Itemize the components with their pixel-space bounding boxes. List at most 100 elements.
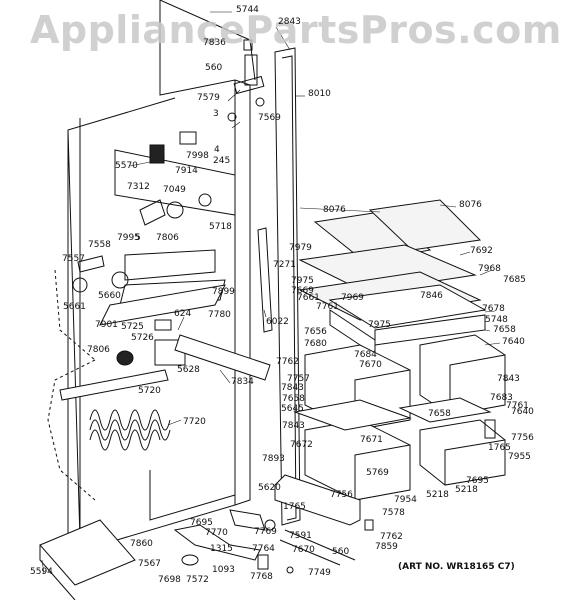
- part-label-7049: 7049: [163, 185, 186, 195]
- part-label-5570: 5570: [115, 161, 138, 171]
- part-label-7762: 7762: [276, 357, 299, 367]
- part-label-7672: 7672: [290, 440, 313, 450]
- part-label-7578: 7578: [382, 508, 405, 518]
- part-label-7698: 7698: [158, 575, 181, 585]
- part-label-7843: 7843: [281, 383, 304, 393]
- part-label-7975: 7975: [368, 320, 391, 330]
- part-label-2843: 2843: [278, 17, 301, 27]
- part-label-7658: 7658: [282, 394, 305, 404]
- part-label-7764: 7764: [252, 544, 275, 554]
- part-label-8076: 8076: [459, 200, 482, 210]
- vent-assembly: [59, 249, 271, 401]
- part-label-7846: 7846: [420, 291, 443, 301]
- part-label-1315: 1315: [210, 544, 233, 554]
- part-label-7834: 7834: [231, 377, 254, 387]
- part-label-7640: 7640: [511, 407, 534, 417]
- part-label-1765: 1765: [488, 443, 511, 453]
- part-label-7669: 7669: [291, 286, 314, 296]
- leader-lines: [41, 11, 509, 575]
- part-label-7955: 7955: [508, 452, 531, 462]
- part-label-5744: 5744: [236, 5, 259, 15]
- part-label-7572: 7572: [186, 575, 209, 585]
- part-label-4: 4: [214, 145, 220, 155]
- part-label-7591: 7591: [289, 531, 312, 541]
- part-label-7683: 7683: [490, 393, 513, 403]
- part-label-7670: 7670: [359, 360, 382, 370]
- part-label-7975: 7975: [291, 276, 314, 286]
- crisper-pans: [274, 334, 506, 526]
- part-label-7859: 7859: [375, 542, 398, 552]
- part-label-7271: 7271: [273, 260, 296, 270]
- part-label-5661: 5661: [63, 302, 86, 312]
- part-label-7969: 7969: [341, 293, 364, 303]
- part-label-7761: 7761: [316, 302, 339, 312]
- part-label-5594: 5594: [30, 567, 53, 577]
- part-label-7312: 7312: [127, 182, 150, 192]
- watermark: AppliancePartsPros.com: [30, 8, 562, 52]
- part-label-7658: 7658: [428, 409, 451, 419]
- part-label-7671: 7671: [360, 435, 383, 445]
- part-label-5660: 5660: [98, 291, 121, 301]
- part-label-5725: 5725: [121, 322, 144, 332]
- part-label-7720: 7720: [183, 417, 206, 427]
- part-label-560: 560: [332, 547, 349, 557]
- part-label-5769: 5769: [366, 468, 389, 478]
- coil-assembly: [89, 409, 171, 451]
- part-label-7914: 7914: [175, 166, 198, 176]
- part-label-5218: 5218: [455, 485, 478, 495]
- part-label-7670: 7670: [292, 545, 315, 555]
- part-label-5718: 5718: [209, 222, 232, 232]
- trim-strips: [257, 47, 301, 526]
- part-label-7768: 7768: [250, 572, 273, 582]
- part-label-7680: 7680: [304, 339, 327, 349]
- part-label-7899: 7899: [212, 287, 235, 297]
- part-label-7901: 7901: [95, 320, 118, 330]
- part-label-7661: 7661: [297, 293, 320, 303]
- part-label-7762: 7762: [380, 532, 403, 542]
- part-label-7658: 7658: [493, 325, 516, 335]
- part-label-7806: 7806: [87, 345, 110, 355]
- part-label-5748: 5748: [485, 315, 508, 325]
- part-label-7567: 7567: [138, 559, 161, 569]
- part-label-7569: 7569: [258, 113, 281, 123]
- part-label-6022: 6022: [266, 317, 289, 327]
- part-label-7843: 7843: [497, 374, 520, 384]
- part-label-7770: 7770: [205, 528, 228, 538]
- control-assembly: [114, 131, 236, 226]
- part-label-8010: 8010: [308, 89, 331, 99]
- part-label-1765: 1765: [283, 502, 306, 512]
- part-label-7860: 7860: [130, 539, 153, 549]
- part-label-7640: 7640: [502, 337, 525, 347]
- part-label-7749: 7749: [308, 568, 331, 578]
- part-label-7685: 7685: [503, 275, 526, 285]
- part-label-5620: 5620: [258, 483, 281, 493]
- part-label-5645: 5645: [281, 404, 304, 414]
- part-label-5: 5: [135, 233, 141, 243]
- part-label-7968: 7968: [478, 264, 501, 274]
- part-label-7684: 7684: [354, 350, 377, 360]
- part-label-7806: 7806: [156, 233, 179, 243]
- part-label-5720: 5720: [138, 386, 161, 396]
- part-label-560: 560: [205, 63, 222, 73]
- part-label-7998: 7998: [186, 151, 209, 161]
- part-label-7757: 7757: [287, 374, 310, 384]
- part-label-7761: 7761: [506, 401, 529, 411]
- part-label-7656: 7656: [304, 327, 327, 337]
- part-label-7695: 7695: [466, 476, 489, 486]
- part-label-7756: 7756: [330, 490, 353, 500]
- part-label-7558: 7558: [88, 240, 111, 250]
- part-label-7678: 7678: [482, 304, 505, 314]
- part-label-624: 624: [174, 309, 191, 319]
- part-label-245: 245: [213, 156, 230, 166]
- bottom-hardware: [39, 509, 374, 600]
- part-label-7756: 7756: [511, 433, 534, 443]
- part-label-7579: 7579: [197, 93, 220, 103]
- part-label-5218: 5218: [426, 490, 449, 500]
- part-label-8076: 8076: [323, 205, 346, 215]
- part-label-7995: 7995: [117, 233, 140, 243]
- shelves: [298, 199, 487, 356]
- part-label-1093: 1093: [212, 565, 235, 575]
